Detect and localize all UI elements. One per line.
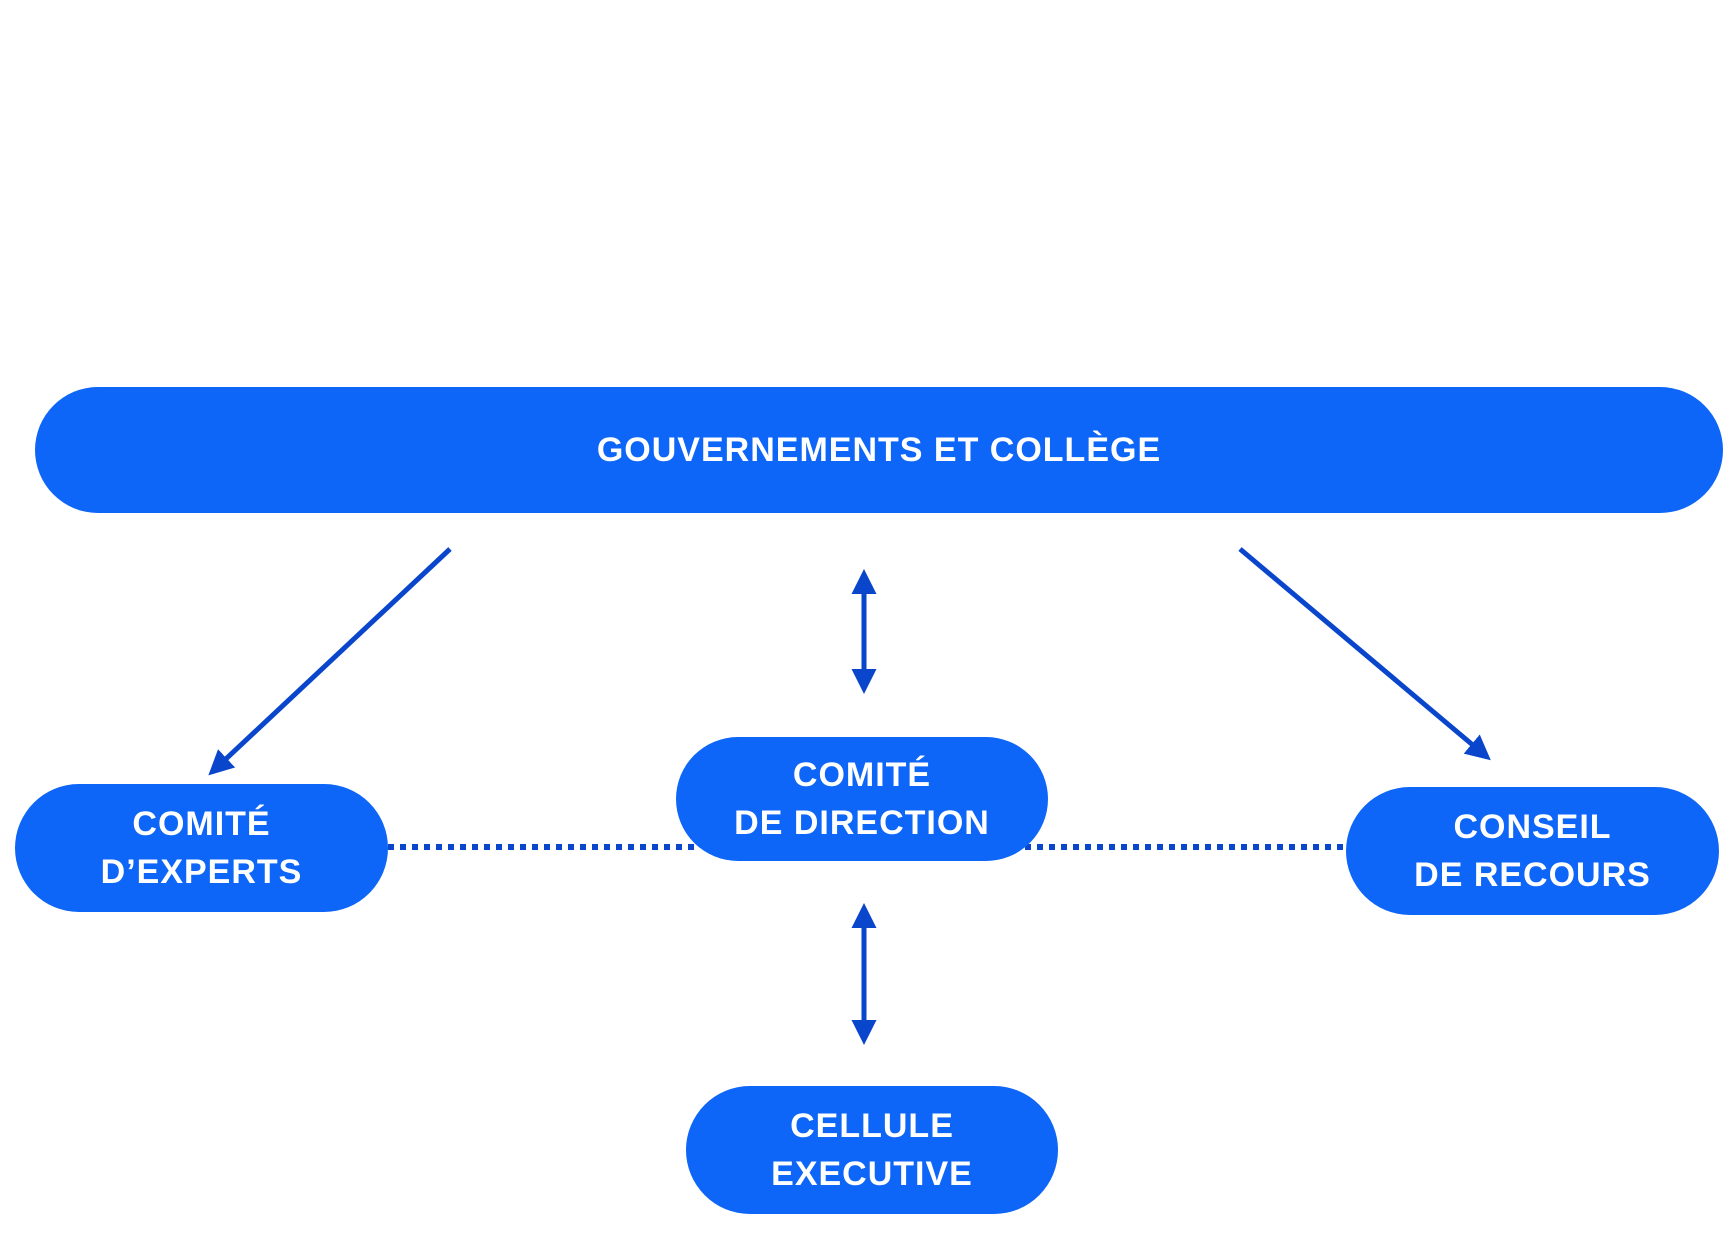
node-label-line-1: COMITÉ <box>132 805 271 843</box>
node-cellule-executive: CELLULE EXECUTIVE <box>686 1086 1058 1214</box>
node-label-line-2: DE DIRECTION <box>734 804 990 842</box>
node-label: GOUVERNEMENTS ET COLLÈGE <box>596 431 1162 469</box>
arrow-top-to-recours <box>1238 547 1491 761</box>
node-label-line-1: COMITÉ <box>792 756 932 794</box>
node-label-line-2: EXECUTIVE <box>771 1155 973 1193</box>
node-label-line-1: CELLULE <box>790 1107 954 1145</box>
node-label-line-2: D’EXPERTS <box>100 853 303 891</box>
node-label-line-2: DE RECOURS <box>1414 856 1651 894</box>
arrow-top-to-experts <box>208 547 452 776</box>
node-gouvernements-et-college: GOUVERNEMENTS ET COLLÈGE <box>35 387 1723 513</box>
node-comite-d-experts: COMITÉ D’EXPERTS <box>15 784 388 912</box>
node-comite-de-direction: COMITÉ DE DIRECTION <box>676 737 1048 861</box>
node-conseil-de-recours: CONSEIL DE RECOURS <box>1346 787 1719 915</box>
node-label-line-1: CONSEIL <box>1453 808 1612 846</box>
